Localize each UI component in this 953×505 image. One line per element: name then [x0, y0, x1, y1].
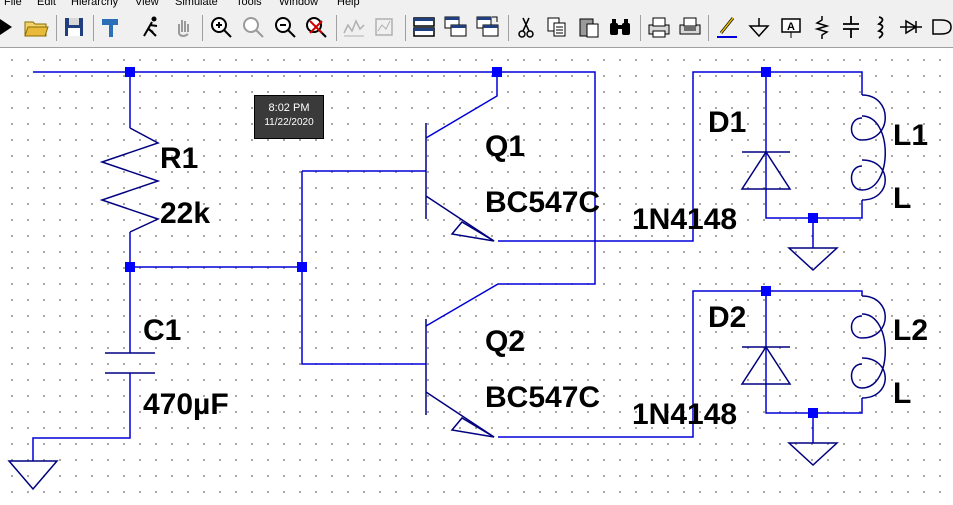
clock-tooltip: 8:02 PM 11/22/2020: [254, 95, 324, 139]
c1-value[interactable]: 470µF: [143, 388, 229, 421]
zoom-cancel-icon[interactable]: [302, 13, 330, 41]
menu-file[interactable]: File: [4, 0, 22, 8]
q1-emitter-arrow: [450, 221, 495, 242]
hammer-icon[interactable]: [97, 13, 125, 41]
diode-icon[interactable]: [897, 13, 925, 41]
tooltip-time: 8:02 PM: [268, 102, 310, 114]
capacitor-icon[interactable]: [837, 13, 865, 41]
print-setup-icon[interactable]: [676, 13, 704, 41]
zoom-out-icon[interactable]: [271, 13, 299, 41]
run-icon[interactable]: [0, 13, 20, 41]
l1-ref[interactable]: L1: [893, 119, 928, 152]
menu-hierarchy[interactable]: Hierarchy: [71, 0, 119, 8]
ground-icon[interactable]: [745, 13, 773, 41]
d1-value[interactable]: 1N4148: [632, 203, 737, 236]
pan-hand-icon[interactable]: [170, 13, 198, 41]
l1-value[interactable]: L: [893, 182, 911, 215]
d2-symbol: [740, 345, 792, 385]
menu-help[interactable]: Help: [337, 0, 360, 8]
c1-symbol: [105, 352, 155, 374]
junctions: [125, 67, 818, 418]
resistor-icon[interactable]: [808, 13, 836, 41]
run-man-icon[interactable]: [137, 13, 165, 41]
q1-value[interactable]: BC547C: [485, 186, 600, 219]
d2-ref[interactable]: D2: [708, 301, 746, 334]
menu-bar: File Edit Hierarchy View Simulate Tools …: [0, 0, 953, 9]
zoom-in-icon[interactable]: [207, 13, 235, 41]
q1-ref[interactable]: Q1: [485, 130, 525, 163]
q2-value[interactable]: BC547C: [485, 381, 600, 414]
tile-horizontal-icon[interactable]: [410, 13, 438, 41]
toolbar: A: [0, 9, 953, 48]
l2-symbol: [850, 295, 886, 399]
print-icon[interactable]: [645, 13, 673, 41]
menu-tools[interactable]: Tools: [236, 0, 262, 8]
save-icon[interactable]: [60, 13, 88, 41]
d2-value[interactable]: 1N4148: [632, 398, 737, 431]
q2-emitter-arrow: [450, 417, 495, 438]
autorange-icon[interactable]: [370, 13, 398, 41]
d1-ref[interactable]: D1: [708, 106, 746, 139]
labels: R1 22k C1 470µF Q1 BC547C Q2 BC547C D1 1…: [143, 106, 928, 431]
ground-symbol-2: [787, 442, 839, 467]
tile-vertical-icon[interactable]: [474, 13, 502, 41]
r1-ref[interactable]: R1: [160, 142, 198, 175]
schematic-canvas[interactable]: [0, 48, 953, 505]
svg-text:A: A: [787, 21, 795, 33]
menu-simulate[interactable]: Simulate: [175, 0, 218, 8]
d1-symbol: [740, 150, 792, 190]
menu-edit[interactable]: Edit: [37, 0, 56, 8]
find-icon[interactable]: [606, 13, 634, 41]
copy-icon[interactable]: [543, 13, 571, 41]
tooltip-date: 11/22/2020: [264, 117, 314, 128]
l2-ref[interactable]: L2: [893, 314, 928, 347]
draw-wire-icon[interactable]: [713, 13, 741, 41]
menu-view[interactable]: View: [135, 0, 159, 8]
open-folder-icon[interactable]: [22, 13, 50, 41]
l2-value[interactable]: L: [893, 377, 911, 410]
cascade-icon[interactable]: [442, 13, 470, 41]
cut-icon[interactable]: [512, 13, 540, 41]
r1-value[interactable]: 22k: [160, 197, 210, 230]
label-net-icon[interactable]: A: [777, 13, 805, 41]
menu-window[interactable]: Window: [279, 0, 319, 8]
ground-symbol-3: [7, 460, 59, 491]
r1-symbol: [99, 127, 161, 233]
paste-icon[interactable]: [575, 13, 603, 41]
waveform-icon[interactable]: [340, 13, 368, 41]
zoom-fit-icon[interactable]: [239, 13, 267, 41]
l1-symbol: [850, 94, 886, 201]
inductor-icon[interactable]: [867, 13, 895, 41]
q2-ref[interactable]: Q2: [485, 325, 525, 358]
wires: [32, 71, 863, 461]
c1-ref[interactable]: C1: [143, 314, 181, 347]
component-icon[interactable]: [929, 13, 953, 41]
symbols: [7, 94, 886, 491]
ground-symbol-1: [787, 247, 839, 272]
